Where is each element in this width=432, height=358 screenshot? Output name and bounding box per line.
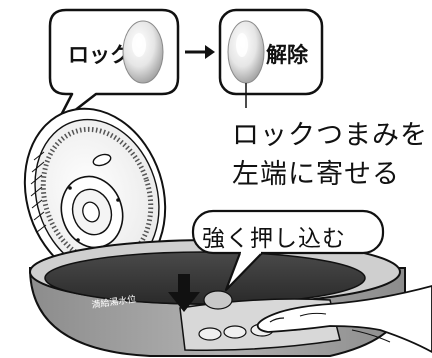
press-callout bbox=[191, 209, 385, 292]
unlock-label: 解除 bbox=[266, 43, 309, 67]
unlock-knob-icon bbox=[227, 20, 265, 84]
down-arrow-icon bbox=[168, 274, 200, 312]
pot-body: 満給湯水位 bbox=[28, 239, 406, 357]
lid bbox=[23, 107, 167, 283]
right-arrow-icon bbox=[185, 45, 215, 59]
lock-knob-icon bbox=[122, 20, 164, 84]
instruction-line1: ロックつまみを bbox=[232, 120, 428, 151]
lock-callout: ロック bbox=[48, 8, 180, 127]
lock-label: ロック bbox=[68, 43, 131, 67]
unlock-callout: 解除 bbox=[218, 8, 324, 108]
instruction-line2: 左端に寄せる bbox=[232, 159, 400, 190]
press-label: 強く押し込む bbox=[202, 226, 346, 252]
hand-illustration bbox=[256, 285, 432, 354]
